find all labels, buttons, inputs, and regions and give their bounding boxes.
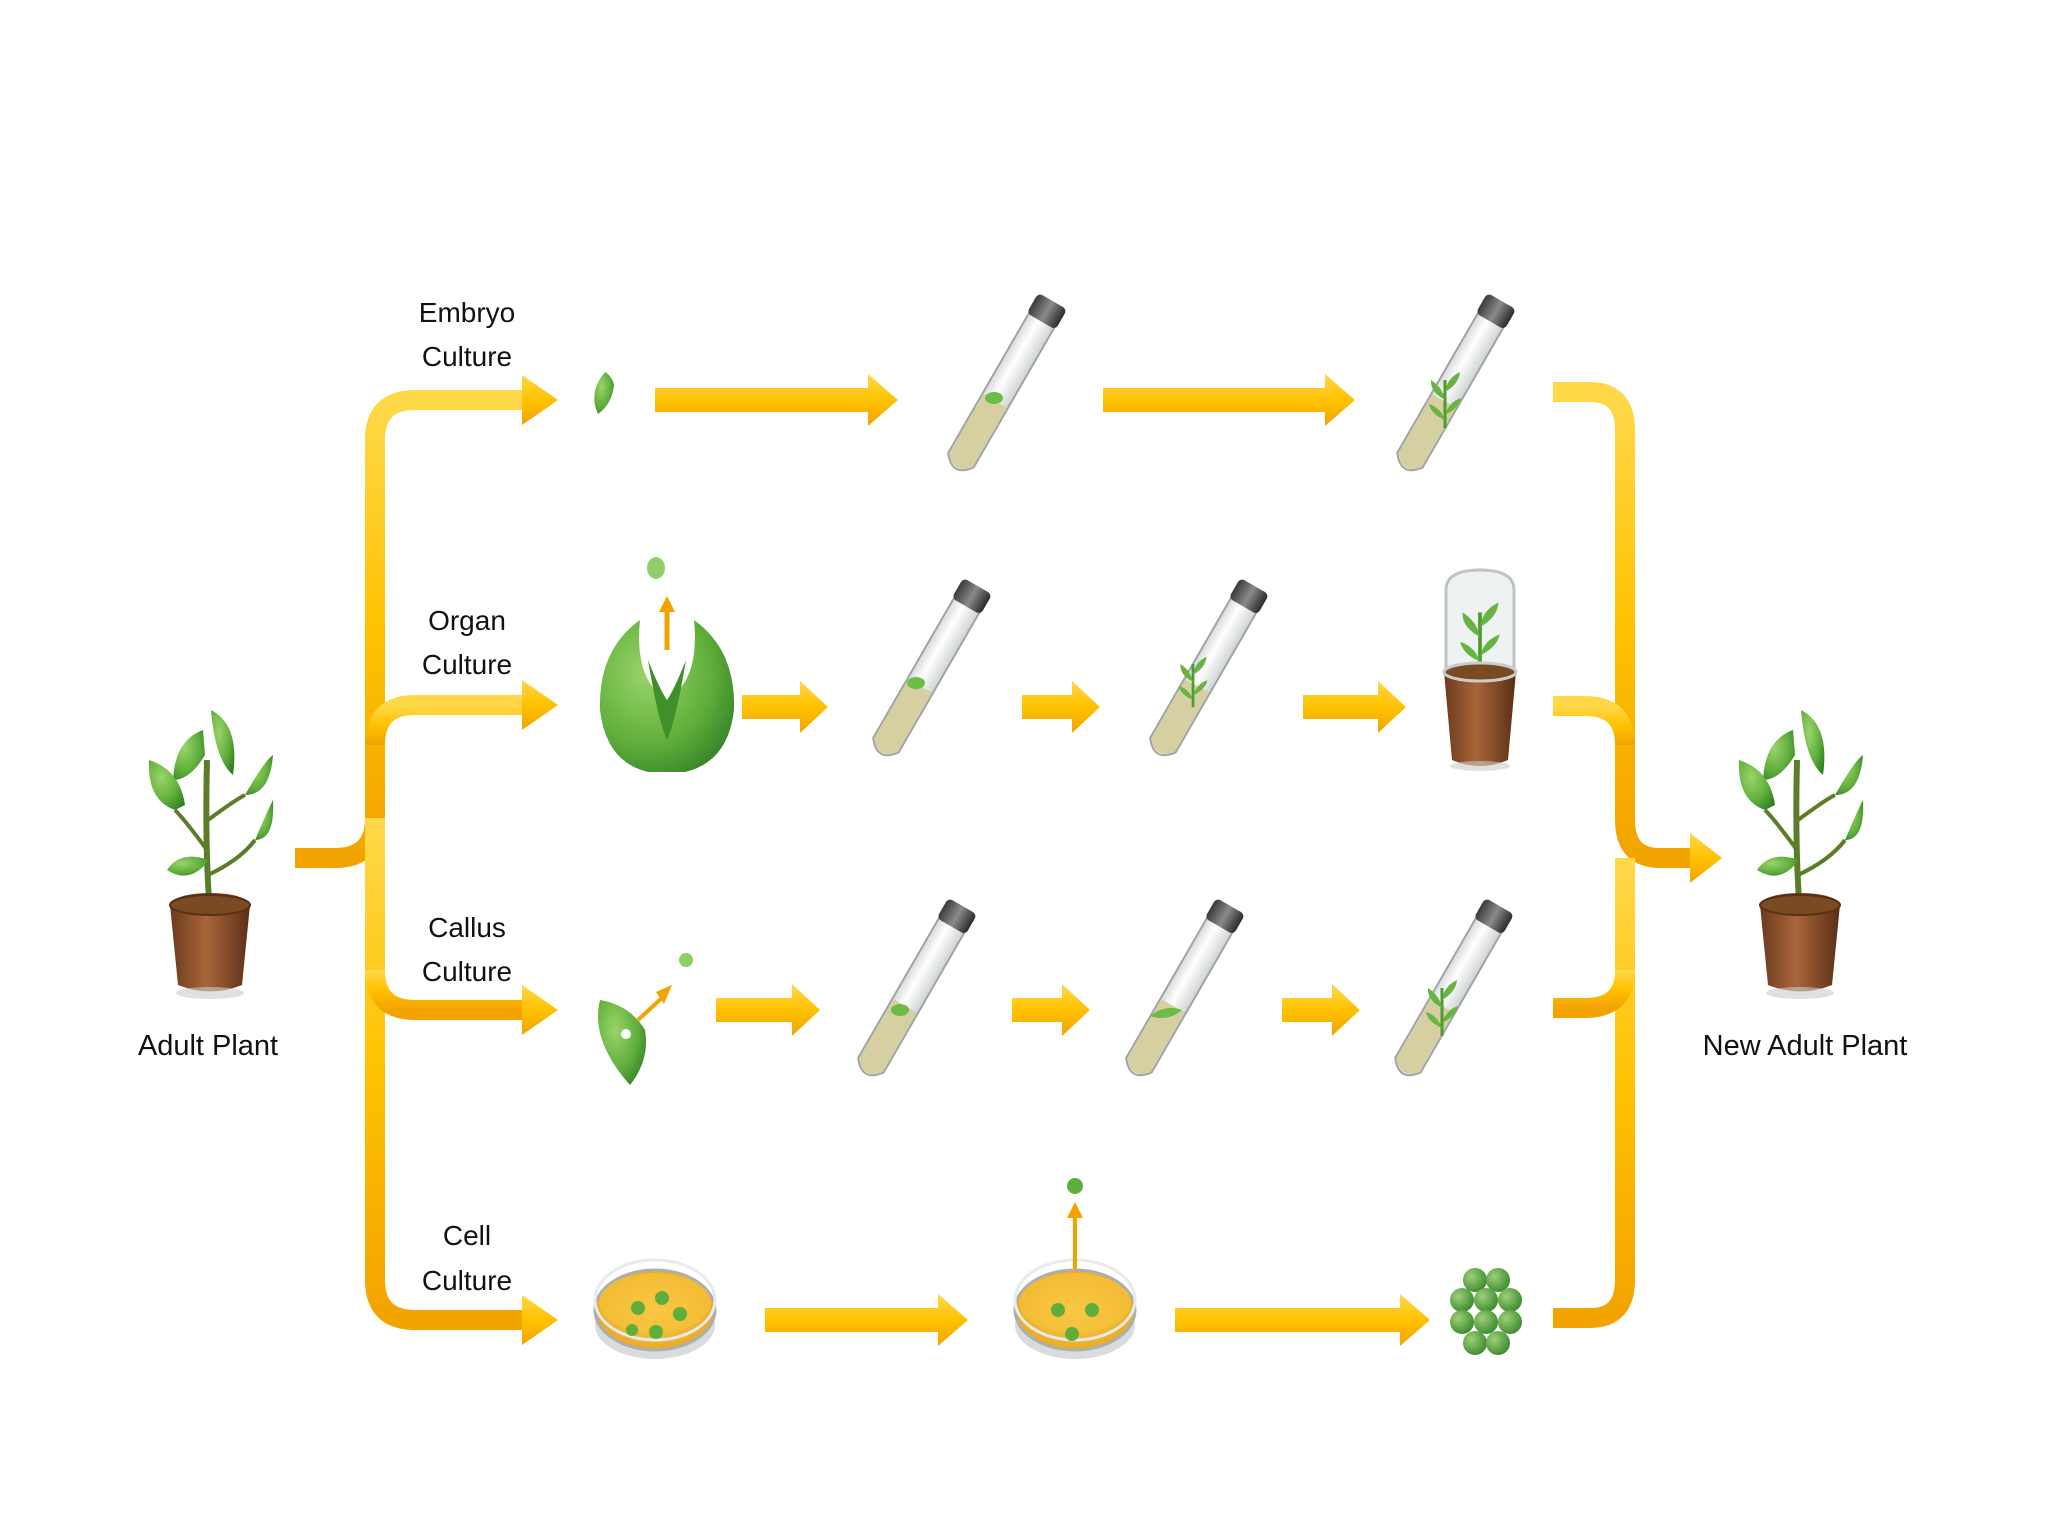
step-arrow [1282,984,1360,1036]
petri-dish-icon [593,1258,717,1361]
trunk-right [1553,382,1695,868]
test-tube-icon [942,293,1068,477]
arrowhead-organ [522,680,558,730]
trunk-left [295,390,530,868]
branch-label-line1: Organ [428,605,506,636]
branch-label-line1: Callus [428,912,506,943]
branch-label-line2: Culture [422,649,512,680]
leaf-explant-icon [598,953,693,1085]
petri-dish-with-sample-icon [1013,1178,1137,1361]
covered-pot-icon [1442,568,1518,771]
arrowhead-embryo [522,375,558,425]
arrowhead-cell [522,1295,558,1345]
step-arrow [1303,681,1406,733]
branch-label-callus: Callus Culture [422,912,512,987]
branch-label-line2: Culture [422,1265,512,1296]
embryo-leaf-icon [594,372,614,414]
arrowhead-final [1690,833,1722,883]
flower-organ-icon [599,557,735,772]
step-arrow [1175,1294,1430,1346]
step-arrow [1012,984,1090,1036]
adult-plant-label: Adult Plant [138,1030,278,1062]
branch-label-embryo: Embryo Culture [419,297,515,372]
flow-arrows [295,382,1695,1330]
branch-callus-left [365,969,530,1020]
new-adult-plant-icon [1739,710,1863,999]
branch-label-line1: Cell [443,1220,491,1251]
arrowheads [522,375,1722,1345]
branch-label-organ: Organ Culture [422,605,512,680]
branch-label-line2: Culture [422,956,512,987]
step-arrow [716,984,820,1036]
adult-plant-icon [149,710,273,999]
cell-cluster-icon [1450,1268,1522,1355]
step-arrows [655,374,1430,1346]
step-arrow [765,1294,968,1346]
branch-label-cell: Cell Culture [422,1220,512,1296]
trunk-right-lower [1553,858,1635,1328]
branch-callus-right [1553,969,1635,1018]
step-arrow [1103,374,1355,426]
new-adult-plant-label: New Adult Plant [1703,1030,1908,1062]
branch-label-line2: Culture [422,341,512,372]
test-tube-icon [1389,898,1515,1082]
step-arrow [1022,681,1100,733]
test-tube-icon [852,898,978,1082]
step-arrow [742,681,828,733]
branch-organ-right [1553,696,1635,746]
arrowhead-callus [522,985,558,1035]
test-tube-icon [1120,898,1246,1082]
test-tube-icon [867,578,993,762]
trunk-left-lower [365,818,530,1330]
branch-organ-left [365,695,530,746]
test-tube-icon [1391,293,1517,477]
test-tube-icon [1144,578,1270,762]
branch-label-line1: Embryo [419,297,515,328]
step-arrow [655,374,898,426]
